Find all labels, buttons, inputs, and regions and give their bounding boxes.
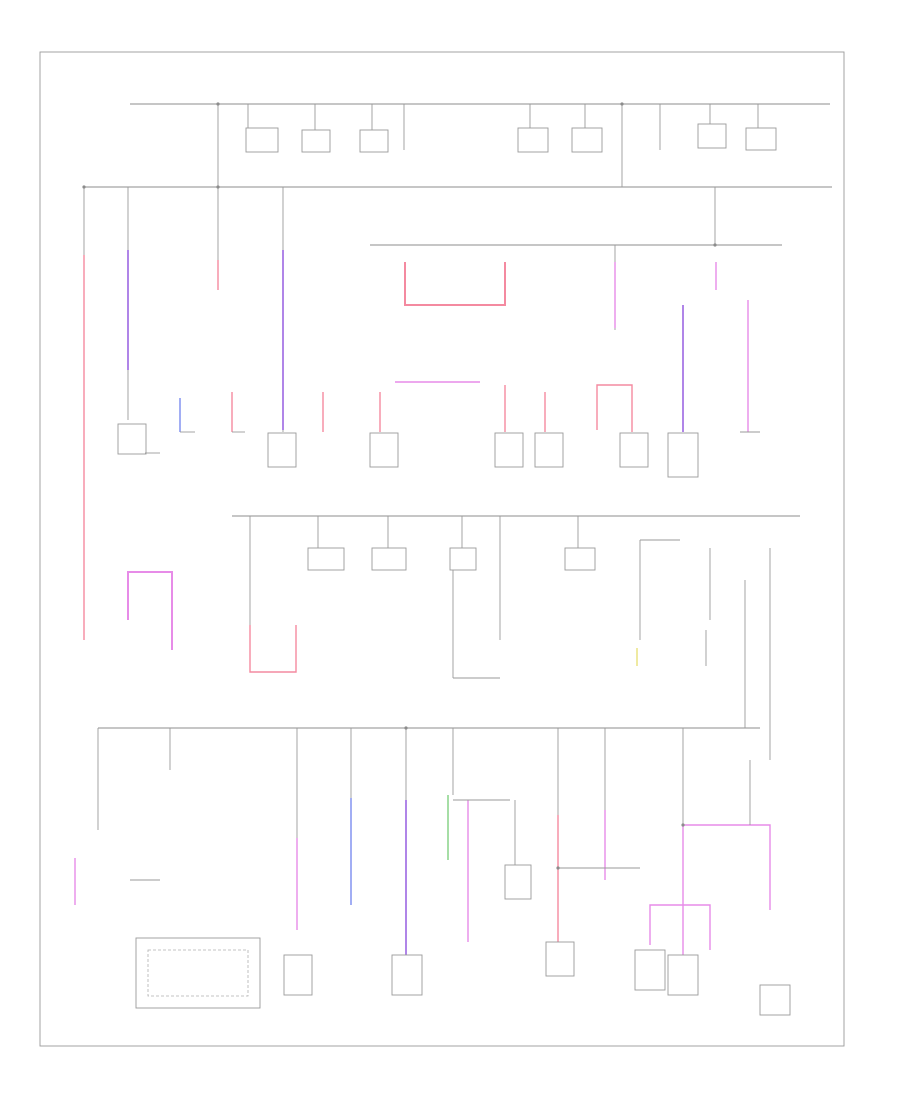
lower-components [135,864,791,1016]
magenta-net-right-2 [649,904,711,950]
lower-drops [97,728,751,881]
upper-components [117,423,760,478]
pink-loop-top [404,262,506,306]
pink-wire-11 [249,625,297,673]
top-drops [217,104,777,187]
magenta-loop-mid [127,571,173,650]
pink-wire-10 [596,384,633,432]
colored-wires [74,250,771,955]
magenta-net-right [682,824,771,910]
junctions [82,102,717,870]
diagram-frame [39,51,845,1047]
mid-components [249,516,771,760]
